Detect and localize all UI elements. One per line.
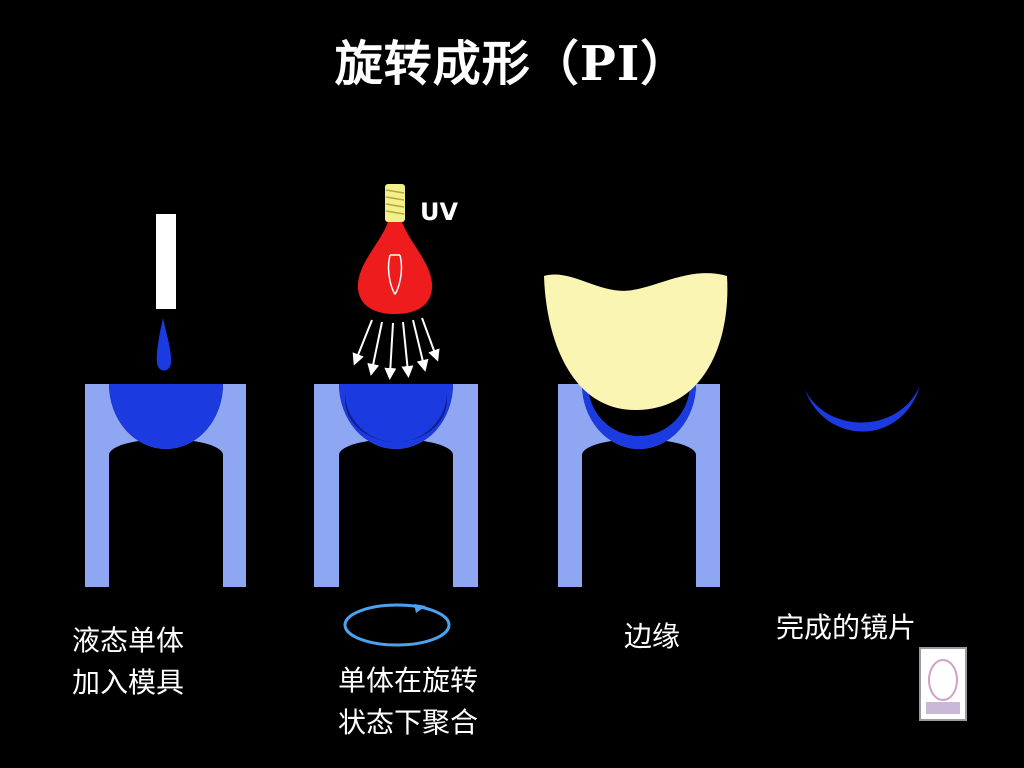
uv-rays bbox=[352, 317, 440, 380]
rotation-arrow-icon bbox=[343, 603, 451, 647]
step-1-caption-line-2: 加入模具 bbox=[72, 666, 185, 699]
lamp-base bbox=[385, 184, 405, 222]
step-2-caption-line-2: 状态下聚合 bbox=[338, 706, 479, 739]
lens-in-mold-3 bbox=[582, 384, 696, 449]
step-1-caption: 液态单体 加入模具 bbox=[72, 620, 184, 704]
step-3-caption: 边缘 bbox=[624, 616, 680, 658]
step-2-group: UV bbox=[314, 184, 478, 647]
step-2-caption: 单体在旋转 状态下聚合 bbox=[338, 660, 478, 744]
droplet-icon bbox=[156, 318, 172, 371]
edge-cap bbox=[544, 273, 728, 411]
lamp-bulb bbox=[357, 222, 433, 314]
spinning-monomer-2 bbox=[339, 384, 453, 449]
liquid-monomer-1 bbox=[109, 384, 223, 449]
step-4-group bbox=[805, 386, 967, 721]
slide-title: 旋转成形（PI） bbox=[334, 36, 690, 92]
uv-lamp-icon bbox=[357, 184, 433, 314]
slide-logo-icon bbox=[919, 647, 967, 721]
step-1-group bbox=[85, 214, 246, 587]
step-3-caption-line-1: 边缘 bbox=[624, 620, 681, 653]
mold-2 bbox=[314, 384, 478, 587]
step-4-caption: 完成的镜片 bbox=[776, 607, 916, 649]
uv-label: UV bbox=[420, 198, 458, 226]
mold-1 bbox=[85, 384, 246, 587]
step-3-group bbox=[544, 273, 728, 587]
step-4-caption-line-1: 完成的镜片 bbox=[776, 611, 917, 644]
step-2-caption-line-1: 单体在旋转 bbox=[338, 664, 479, 697]
dropper-icon bbox=[156, 214, 176, 309]
step-1-caption-line-1: 液态单体 bbox=[72, 624, 185, 657]
mold-3 bbox=[558, 384, 720, 587]
finished-lens bbox=[805, 386, 920, 432]
